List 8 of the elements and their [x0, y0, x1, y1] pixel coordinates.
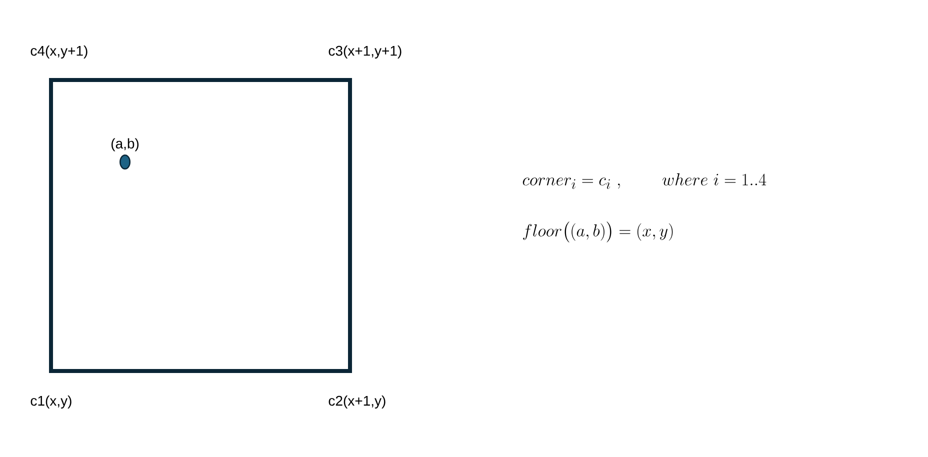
formula: $corner_i = c_i\ ,\qquad where\ i = 1..4$ — [522, 173, 766, 189]
corner-label: c2(x+1,y) — [328, 395, 386, 408]
corner-label: c1(x,y) — [30, 395, 72, 408]
formula: $floor\big((a,b)\big) = (x,y)$ — [523, 222, 673, 242]
corner-label: c4(x,y+1) — [30, 45, 88, 59]
point-label: (a,b) — [111, 138, 139, 152]
square — [49, 78, 352, 373]
corner-label: c3(x+1,y+1) — [328, 45, 402, 59]
